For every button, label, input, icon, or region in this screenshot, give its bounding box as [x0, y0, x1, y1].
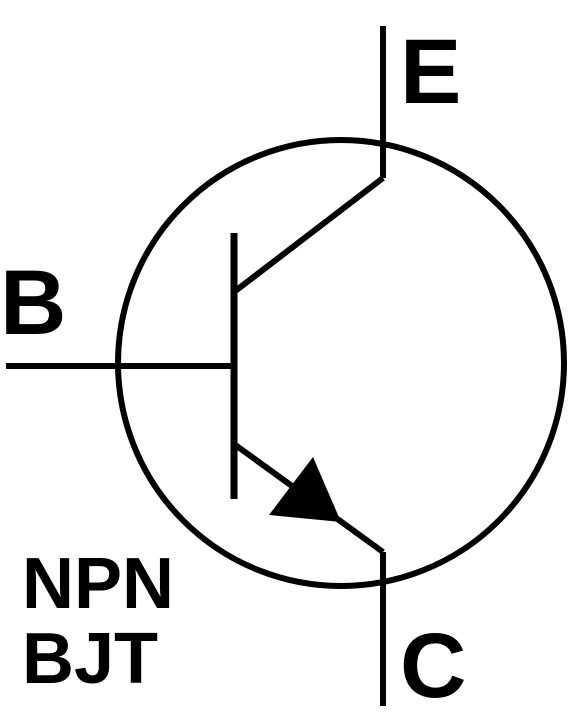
arrowhead [269, 457, 341, 522]
label-emitter: E [400, 21, 461, 123]
emitter-diagonal [232, 175, 385, 295]
label-collector: C [400, 615, 466, 717]
caption-line-1: NPN [22, 544, 174, 624]
caption-line-2: BJT [22, 619, 158, 699]
label-base: B [0, 252, 66, 354]
